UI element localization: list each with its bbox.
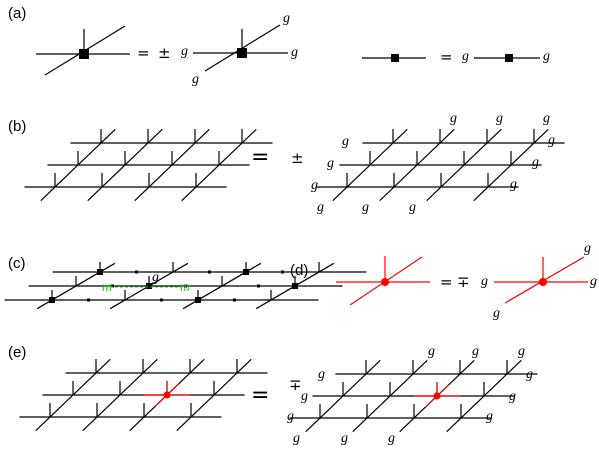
g-label: g [291,45,298,60]
g-label: g [486,409,493,424]
edge-marker [111,284,114,288]
red-vertex-dot [163,391,171,399]
panel-b-plus-minus: ± [291,149,304,167]
g-label: g [584,241,591,256]
edge-marker [160,298,163,302]
g-label: g [293,431,300,446]
lattice-b-right [316,128,565,202]
red-vertex-dot [539,278,547,286]
vertex-square [49,297,55,303]
g-label-mid: g [152,270,159,285]
g-label: g [428,344,435,359]
panel-e-equals: = [251,383,269,408]
vertex-square [243,269,249,275]
lattice-c [4,262,367,310]
g-label: g [341,431,348,446]
g-label: g [526,367,533,382]
panel-a-plus-minus: ± [158,44,171,62]
g-label: g [318,367,325,382]
g-label: g [181,44,188,59]
panel-d: (d) = ∓ g g g g [290,241,597,321]
panel-a-label: (a) [8,5,26,22]
panel-d-label: (d) [290,262,308,279]
g-label: g [496,111,503,126]
panel-d-minus-plus: ∓ [457,273,470,291]
lattice-b-left [24,128,273,202]
panel-a-equals-2: = [440,48,453,66]
vertex-square [97,269,103,275]
panel-b-label: (b) [8,118,26,135]
g-label: g [590,274,597,289]
green-string: m m g [102,270,190,295]
lattice-e-left [19,358,268,432]
g-label: g [548,133,555,148]
vertex-square [292,283,298,289]
panel-c: (c) m m g [4,255,367,310]
red-vertex-dot [381,278,389,286]
panel-b: (b) = ± g g g g g g g g g g g g [8,111,565,215]
panel-b-equals: = [251,145,269,170]
g-label: g [543,49,550,64]
g-label: g [327,156,334,171]
vertex-square [146,283,152,289]
g-label: g [192,72,199,87]
m-label-left: m [102,280,112,295]
panel-e-label: (e) [8,344,26,361]
g-label: g [481,274,488,289]
g-label: g [287,409,294,424]
g-label: g [301,389,308,404]
g-label: g [311,178,318,193]
g-label: g [509,389,516,404]
edge-marker [257,284,260,288]
panel-a-equals-1: = [137,44,150,62]
vertex-square [237,48,247,58]
lattice-e-right-g-labels: g g g g g g g g g g g g [287,344,533,446]
panel-e-minus-plus: ∓ [289,376,302,394]
panel-d-equals: = [440,273,453,291]
g-label: g [532,155,539,170]
g-label: g [450,111,457,126]
panel-a-edge-right [474,54,540,62]
edge-marker [233,298,236,302]
vertex-square [79,49,89,59]
g-label: g [493,306,500,321]
edge-marker [208,270,211,274]
edge-marker [87,298,90,302]
edge-marker [184,284,187,288]
edge-marker [281,270,284,274]
g-label: g [362,200,369,215]
panel-c-label: (c) [8,255,26,272]
g-label: g [462,49,469,64]
g-label: g [543,111,550,126]
panel-a: (a) = ± g g g g = g g [8,5,550,87]
vertex-square [195,297,201,303]
lattice-b-right-g-labels: g g g g g g g g g g g g [311,111,555,215]
g-label: g [510,177,517,192]
panel-e: (e) = ∓ g g g g g g g g g g g g [8,344,538,446]
g-label: g [342,134,349,149]
g-label: g [317,200,324,215]
g-label: g [283,11,290,26]
g-label: g [518,344,525,359]
red-vertex-dot [433,392,441,400]
g-label: g [472,344,479,359]
edge-marker [135,270,138,274]
lattice-e-right [289,359,538,433]
m-label-right: m [180,280,190,295]
panel-a-edge-left [362,54,426,62]
g-label: g [388,431,395,446]
g-label: g [409,200,416,215]
